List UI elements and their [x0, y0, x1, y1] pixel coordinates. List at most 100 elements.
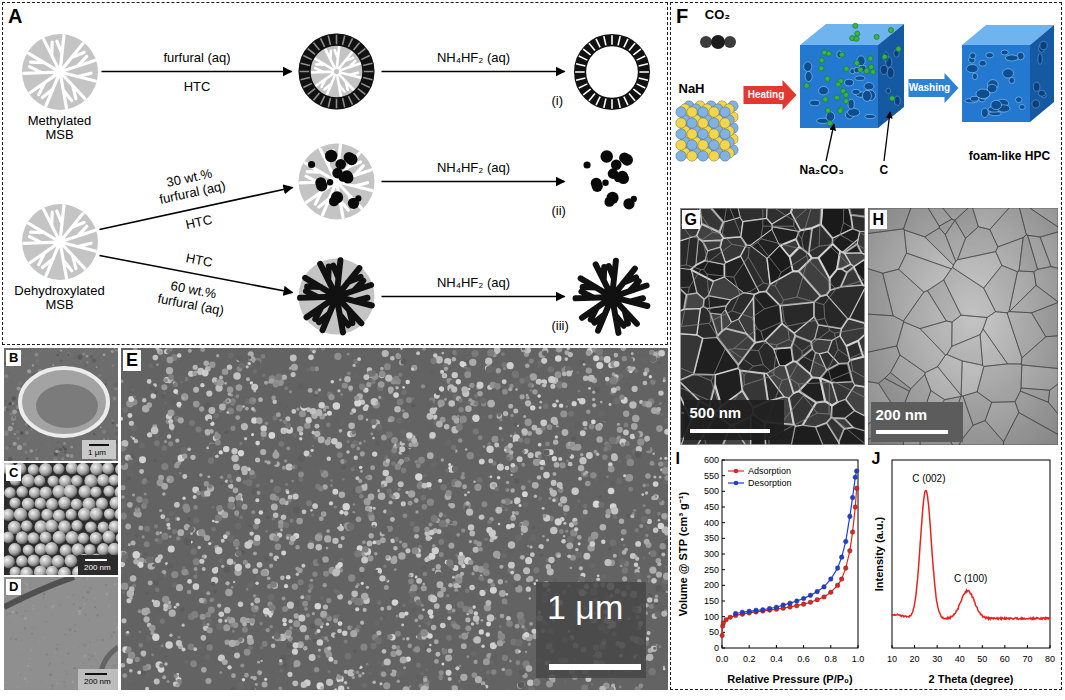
sem-grain [397, 399, 404, 406]
sem-grain [187, 579, 192, 584]
sem-grain [592, 403, 596, 407]
illustration-group [22, 34, 98, 110]
sem-grain [277, 679, 281, 683]
sem-grain [360, 470, 363, 473]
nanosphere [102, 531, 115, 544]
sem-grain [490, 587, 497, 594]
sem-grain [224, 382, 227, 385]
sem-grain [4, 664, 6, 666]
nanosphere [116, 532, 118, 544]
sem-grain [16, 430, 19, 433]
micrograph: D200 nm [4, 577, 118, 690]
sem-grain [503, 411, 508, 416]
sem-grain [103, 438, 105, 440]
sem-grain [70, 446, 73, 449]
sem-grain [63, 442, 66, 445]
particle-body [299, 144, 375, 220]
sem-grain [439, 552, 444, 557]
sem-grain [501, 668, 505, 672]
sem-grain [218, 619, 222, 623]
sem-grain [257, 562, 263, 568]
sem-grain [256, 417, 263, 424]
sem-grain [126, 470, 133, 477]
sem-grain [51, 688, 54, 690]
sem-grain [505, 669, 512, 676]
sem-grain [137, 670, 141, 674]
sem-grain [181, 393, 188, 400]
nanosphere [46, 498, 58, 510]
sem-grain [252, 568, 258, 574]
sem-grain [537, 475, 541, 479]
sem-grain [393, 376, 399, 382]
product-particle: (i) [550, 32, 654, 114]
sem-grain [260, 646, 263, 649]
sem-grain [610, 481, 615, 486]
sem-grain [9, 613, 11, 615]
sem-grain [114, 348, 118, 351]
sem-grain [466, 509, 473, 516]
sem-grain [518, 504, 521, 507]
sem-grain [216, 623, 223, 630]
sem-grain [132, 494, 135, 497]
sem-grain [304, 422, 310, 428]
sem-grain [424, 618, 431, 625]
sem-grain [180, 607, 185, 612]
sem-grain [84, 655, 87, 658]
sem-grain [542, 535, 545, 538]
nanosphere [78, 508, 91, 521]
sem-grain [621, 538, 624, 541]
sem-grain [513, 582, 518, 587]
sem-grain [136, 496, 142, 502]
sem-grain [468, 560, 473, 565]
sem-grain [398, 372, 402, 376]
sem-grain [644, 436, 650, 442]
nanosphere [21, 474, 34, 487]
sem-grain [370, 465, 375, 470]
sem-grain [14, 433, 16, 435]
sem-grain [58, 675, 60, 677]
sem-grain [608, 466, 615, 473]
sem-grain [168, 381, 171, 384]
sem-grain [46, 445, 50, 449]
sem-grain [246, 365, 249, 368]
sem-grain [427, 499, 434, 506]
sem-grain [448, 463, 451, 466]
sem-grain [344, 376, 351, 383]
sem-grain [478, 435, 483, 440]
sem-grain [165, 641, 173, 649]
sem-grain [366, 419, 368, 421]
sem-grain [401, 501, 406, 506]
sem-grain [257, 670, 262, 675]
sem-grain [583, 421, 588, 426]
sem-grain [177, 529, 184, 536]
sem-grain [132, 601, 135, 604]
product-label: (i) [552, 94, 564, 109]
sem-grain [94, 597, 96, 599]
sem-grain [507, 454, 514, 461]
sem-grain [45, 637, 47, 639]
sem-grain [567, 399, 570, 402]
sem-grain [42, 597, 44, 599]
sem-grain [11, 416, 16, 421]
sem-grain [60, 360, 63, 363]
sem-grain [102, 639, 104, 641]
nanosphere [90, 508, 103, 521]
sem-grain [481, 501, 487, 507]
sem-grain [233, 540, 240, 547]
sem-grain [314, 667, 319, 672]
sem-grain [617, 459, 622, 464]
sem-grain [84, 364, 88, 368]
sem-grain [89, 587, 92, 590]
sem-grain [510, 474, 512, 476]
sem-grain [588, 387, 591, 390]
sem-grain [553, 440, 558, 445]
sem-grain [323, 543, 327, 547]
sem-grain [67, 353, 71, 357]
sem-grain [617, 436, 621, 440]
sem-grain [548, 376, 555, 383]
sem-grain [113, 396, 117, 400]
nanosphere [53, 531, 66, 544]
sem-grain [103, 353, 106, 356]
nanosphere [102, 463, 114, 475]
sem-grain [428, 609, 434, 615]
